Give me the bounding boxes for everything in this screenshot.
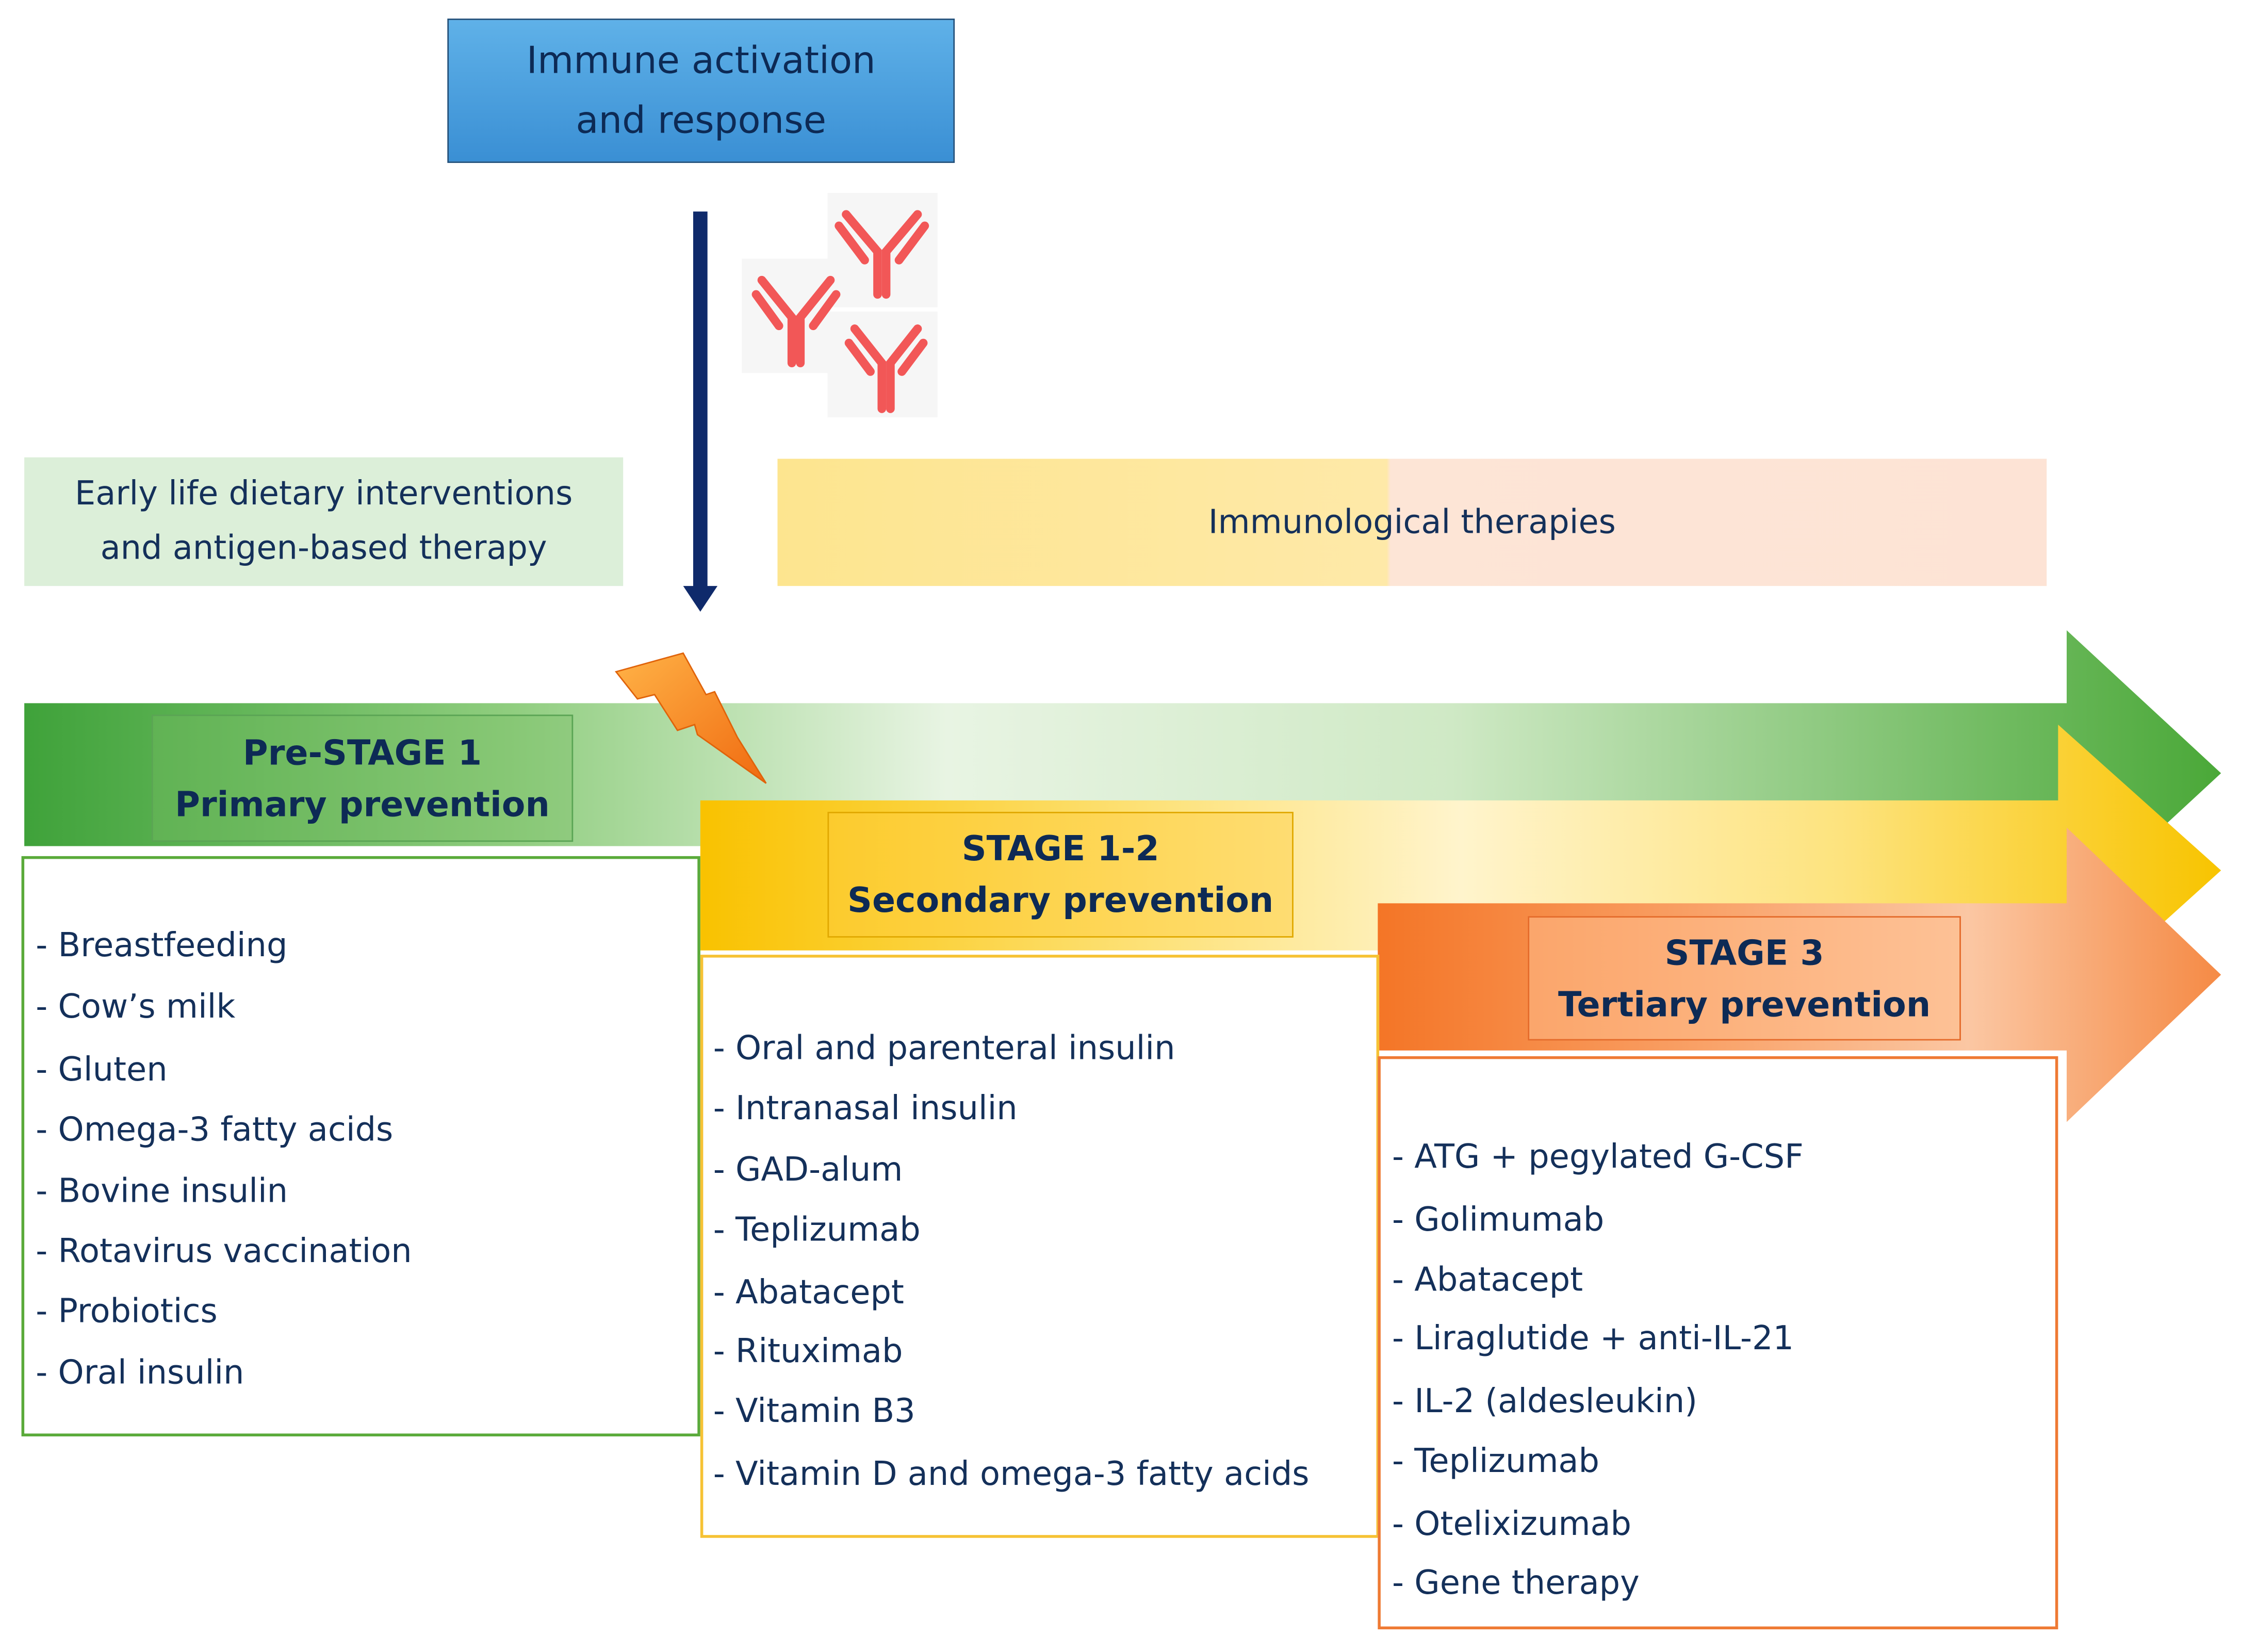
list-item: - Golimumab <box>1392 1202 1605 1239</box>
early-box-line2: and antigen-based therapy <box>100 530 547 568</box>
list-item: - Bovine insulin <box>36 1173 288 1211</box>
immunological-therapies-box: Immunological therapies <box>777 459 2047 586</box>
list-item: - Otelixizumab <box>1392 1506 1631 1544</box>
secondary-stage-subtitle: Secondary prevention <box>847 880 1274 921</box>
primary-prevention-list: - Breastfeeding - Cow’s milk - Gluten - … <box>21 856 700 1436</box>
list-item: - IL-2 (aldesleukin) <box>1392 1383 1698 1421</box>
list-item: - Teplizumab <box>1392 1443 1599 1481</box>
list-item: - Rotavirus vaccination <box>36 1233 412 1271</box>
primary-stage-label: Pre-STAGE 1 Primary prevention <box>151 714 574 842</box>
list-item: - Vitamin B3 <box>713 1393 915 1431</box>
list-item: - Probiotics <box>36 1293 218 1331</box>
tertiary-prevention-list: - ATG + pegylated G-CSF - Golimumab - Ab… <box>1378 1056 2058 1630</box>
antibody-icon <box>751 275 841 368</box>
list-item: - Abatacept <box>1392 1262 1583 1299</box>
list-item: - Omega-3 fatty acids <box>36 1111 394 1149</box>
list-item: - Cow’s milk <box>36 989 236 1026</box>
secondary-stage-label: STAGE 1-2 Secondary prevention <box>827 811 1294 938</box>
list-item: - Intranasal insulin <box>713 1090 1018 1128</box>
list-item: - Rituximab <box>713 1333 903 1371</box>
list-item: - Oral insulin <box>36 1355 244 1393</box>
primary-stage-title: Pre-STAGE 1 <box>242 732 482 773</box>
immunological-therapies-label: Immunological therapies <box>1208 503 1616 541</box>
lightning-bolt-icon <box>614 652 767 784</box>
primary-stage-subtitle: Primary prevention <box>175 783 550 824</box>
list-item: - GAD-alum <box>713 1152 903 1189</box>
tertiary-stage-label: STAGE 3 Tertiary prevention <box>1528 916 1961 1041</box>
antibody-icon <box>844 324 928 413</box>
list-item: - Breastfeeding <box>36 927 288 965</box>
antibody-icon <box>835 210 929 299</box>
tertiary-stage-title: STAGE 3 <box>1664 933 1824 973</box>
immune-activation-box: Immune activation and response <box>447 19 955 163</box>
list-item: - ATG + pegylated G-CSF <box>1392 1139 1804 1176</box>
immune-box-line2: and response <box>576 99 827 142</box>
tertiary-stage-subtitle: Tertiary prevention <box>1558 984 1931 1024</box>
list-item: - Teplizumab <box>713 1212 921 1249</box>
list-item: - Gluten <box>36 1052 168 1089</box>
list-item: - Oral and parenteral insulin <box>713 1030 1175 1068</box>
early-box-line1: Early life dietary interventions <box>75 476 573 513</box>
list-item: - Gene therapy <box>1392 1565 1640 1602</box>
secondary-prevention-list: - Oral and parenteral insulin - Intranas… <box>700 955 1380 1538</box>
early-life-box: Early life dietary interventions and ant… <box>24 457 624 586</box>
list-item: - Abatacept <box>713 1274 904 1312</box>
antibody-icon-group <box>742 193 938 418</box>
list-item: - Vitamin D and omega-3 fatty acids <box>713 1456 1310 1494</box>
down-arrow-icon <box>683 211 718 612</box>
list-item: - Liraglutide + anti-IL-21 <box>1392 1320 1794 1358</box>
secondary-stage-title: STAGE 1-2 <box>961 829 1159 869</box>
immune-box-line1: Immune activation <box>526 39 876 83</box>
